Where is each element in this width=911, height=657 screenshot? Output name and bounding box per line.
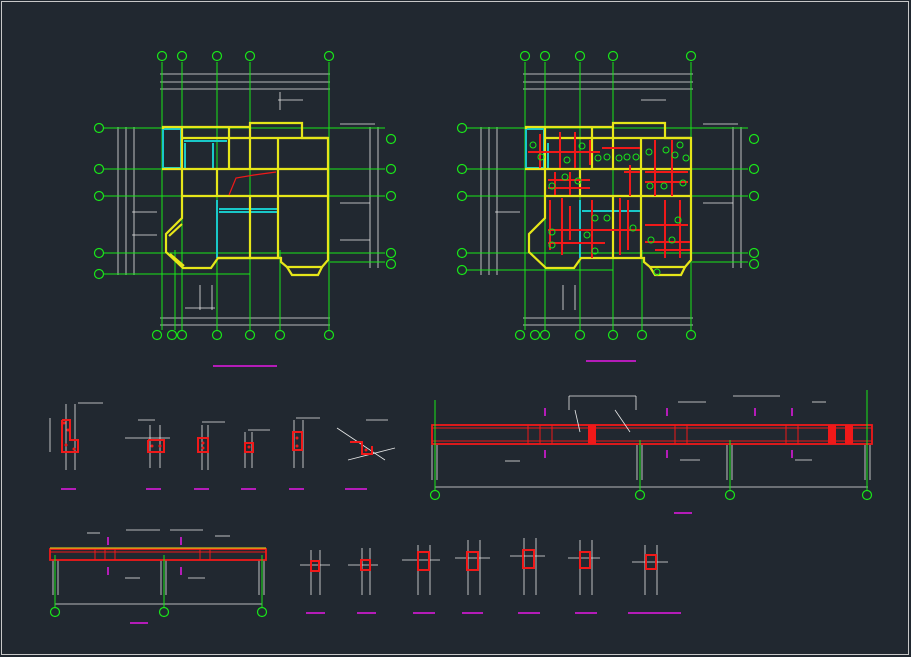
short-beam-body [49, 548, 267, 561]
plan-left-axis-bubbles [93, 50, 397, 341]
long-beam-axis [434, 390, 868, 490]
short-beam-dimensions [52, 529, 265, 605]
floor-plan-left [93, 50, 397, 367]
small-section-detail-row [300, 538, 681, 614]
short-beam-axis-bubbles [49, 606, 268, 618]
column-detail-rebar-dots [62, 421, 368, 452]
plan-left-red-trace [228, 171, 277, 196]
column-detail-row [49, 402, 396, 490]
plan-left-walls [161, 121, 330, 277]
plan-right-red-reinforcement [528, 132, 690, 258]
long-beam-section [429, 390, 873, 514]
long-beam-leaders [574, 409, 631, 433]
long-beam-section-marks [544, 408, 793, 514]
short-beam-section-marks [107, 537, 182, 624]
plan-right-axis-bubbles [456, 50, 760, 341]
long-beam-column-stubs [588, 425, 853, 444]
column-detail-dimensions [49, 402, 396, 470]
short-beam-section [49, 529, 268, 624]
short-beam-axis [54, 555, 263, 608]
column-detail-rebar [61, 419, 373, 455]
long-beam-axis-bubbles [429, 489, 873, 501]
plan-right-dimensions [480, 73, 742, 326]
plan-left-dimensions [117, 73, 379, 326]
small-section-rebar [310, 549, 657, 572]
plan-right-walls [524, 121, 693, 277]
plan-right-pile-circles [529, 141, 690, 276]
long-beam-body [431, 424, 873, 445]
floor-plan-right [456, 50, 760, 362]
long-beam-dimensions [431, 395, 871, 488]
